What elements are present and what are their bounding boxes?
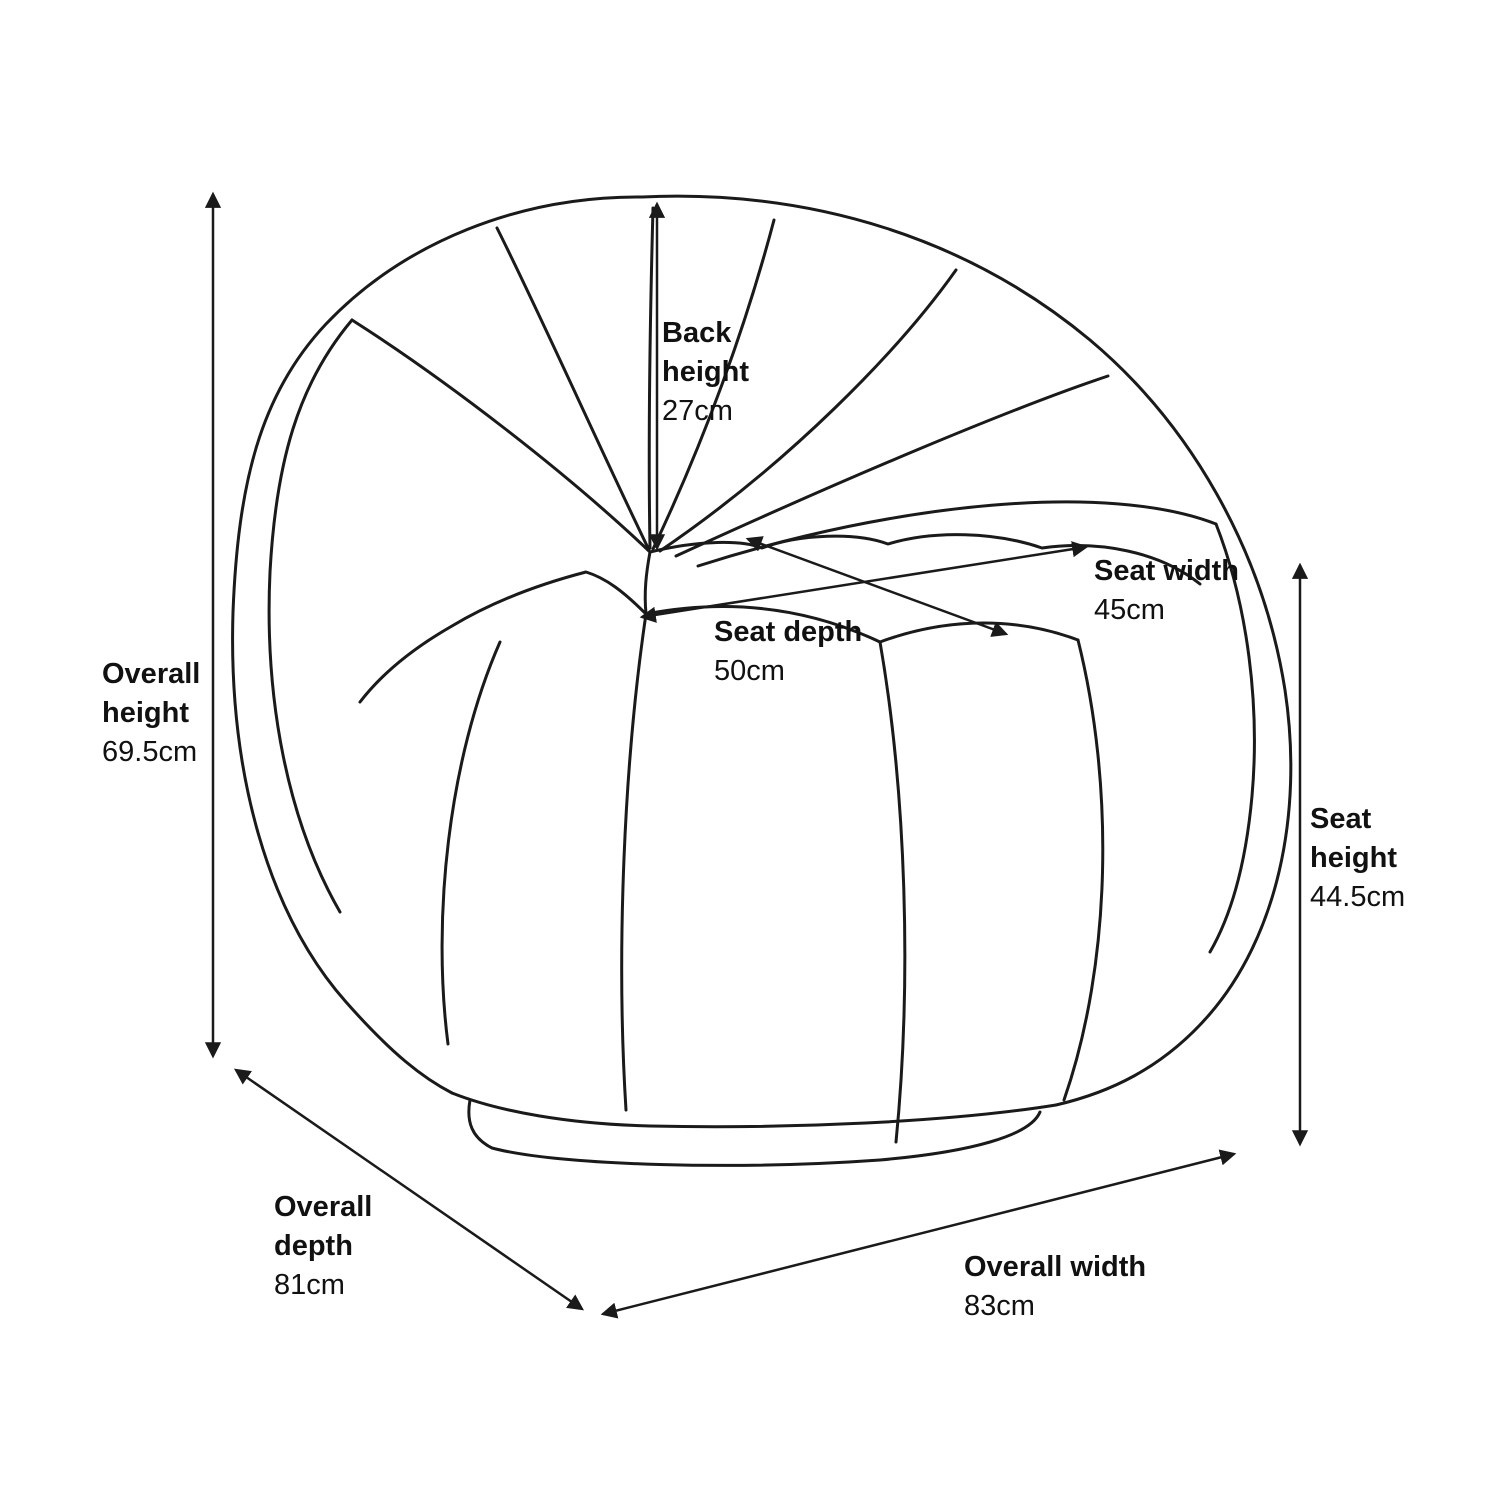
back-seam — [674, 374, 1110, 558]
dimension-arrows — [204, 191, 1309, 1319]
overall-depth-arrow — [233, 1068, 585, 1311]
chair-outline-left — [231, 195, 644, 1095]
back-seam — [350, 318, 652, 554]
back-seam — [647, 206, 655, 550]
back-height-label: Back height 27cm — [662, 314, 780, 431]
back-seam — [651, 218, 776, 551]
overall-height-value: 69.5cm — [102, 735, 198, 768]
seat-width-name: Seat width — [1094, 555, 1240, 587]
front-seam — [878, 640, 907, 1144]
front-seam — [440, 640, 502, 1046]
overall-width-arrow — [600, 1149, 1237, 1319]
chair-inner-left-edge — [267, 318, 354, 914]
seat-depth-value: 50cm — [714, 654, 785, 687]
front-seam — [620, 612, 648, 1112]
overall-width-value: 83cm — [964, 1289, 1035, 1322]
seat-depth-name: Seat depth — [714, 616, 863, 648]
back-seam — [658, 268, 958, 553]
overall-height-label: Overall height 69.5cm — [102, 655, 220, 772]
overall-depth-name: Overall depth — [274, 1191, 373, 1262]
seat-height-name: Seat height — [1310, 803, 1397, 874]
chair-outline-right — [640, 194, 1293, 1107]
seat-depth-arrow — [745, 536, 1009, 637]
overall-width-label: Overall width 83cm — [964, 1248, 1224, 1326]
seat-dip-seam — [643, 550, 652, 616]
seat-depth-label: Seat depth 50cm — [714, 613, 974, 691]
chair-inner-right-edge — [1208, 522, 1256, 954]
back-height-value: 27cm — [662, 394, 733, 427]
chair-base-plinth — [467, 1098, 1042, 1167]
seat-width-value: 45cm — [1094, 593, 1165, 626]
seat-height-label: Seat height 44.5cm — [1310, 800, 1428, 917]
seat-height-value: 44.5cm — [1310, 880, 1406, 913]
seat-width-label: Seat width 45cm — [1094, 552, 1354, 630]
overall-depth-label: Overall depth 81cm — [274, 1188, 392, 1305]
back-seam — [495, 226, 651, 552]
back-height-name: Back height — [662, 317, 749, 388]
seat-left-top-edge — [358, 570, 648, 704]
overall-width-name: Overall width — [964, 1251, 1147, 1283]
overall-height-name: Overall height — [102, 658, 201, 729]
chair-bottom-edge — [450, 1091, 1058, 1129]
front-seam — [1062, 638, 1105, 1102]
overall-depth-value: 81cm — [274, 1268, 345, 1301]
